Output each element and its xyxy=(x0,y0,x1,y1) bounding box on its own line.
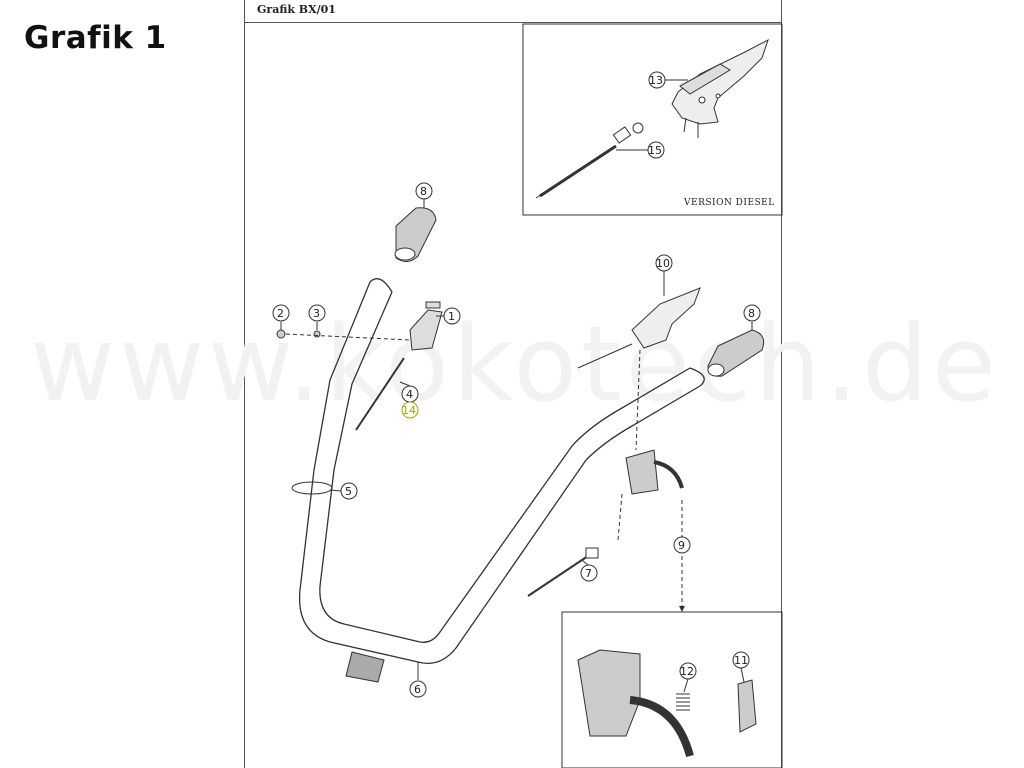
alignment-line-2 xyxy=(617,493,623,541)
svg-text:5: 5 xyxy=(345,485,352,498)
throttle-lever-diesel-drawing xyxy=(671,38,769,138)
handlebar-mount-drawing xyxy=(345,651,385,683)
svg-text:10: 10 xyxy=(656,257,670,270)
svg-text:8: 8 xyxy=(748,307,755,320)
svg-text:8: 8 xyxy=(420,185,427,198)
callout-3: 3 xyxy=(308,304,326,330)
svg-text:7: 7 xyxy=(585,567,592,580)
callout-6: 6 xyxy=(409,662,427,698)
svg-text:3: 3 xyxy=(313,307,320,320)
handlebar-frame-drawing xyxy=(298,278,705,665)
callout-7: 7 xyxy=(580,559,598,582)
svg-text:4: 4 xyxy=(406,388,413,401)
callout-1: 1 xyxy=(436,307,461,325)
callout-13: 13 xyxy=(648,71,688,89)
inset-box-diesel xyxy=(522,23,783,216)
svg-text:1: 1 xyxy=(448,310,455,323)
brake-cable-drawing xyxy=(527,555,589,597)
diagram-header: Grafik BX/01 xyxy=(245,0,781,23)
callout-9: 9 xyxy=(673,536,691,554)
nut-drawing xyxy=(313,330,321,338)
callout-5: 5 xyxy=(329,482,358,500)
callout-2: 2 xyxy=(272,304,290,330)
cable-drawing xyxy=(355,357,405,431)
lever-assembly-drawing xyxy=(577,287,701,369)
callout-14: 14 xyxy=(401,401,419,419)
callout-10: 10 xyxy=(655,254,673,296)
diagram-header-label: Grafik BX/01 xyxy=(257,3,336,16)
page-title: Grafik 1 xyxy=(24,20,167,56)
watermark-text: www.kokotech.de xyxy=(30,303,1000,425)
svg-text:6: 6 xyxy=(414,683,421,696)
grip-right-drawing xyxy=(707,329,765,377)
svg-text:11: 11 xyxy=(734,654,748,667)
cable-end-drawing xyxy=(585,547,599,559)
parts-diagram-frame: Grafik BX/01 xyxy=(244,0,782,768)
alignment-line xyxy=(635,349,641,451)
spring-drawing xyxy=(676,693,690,711)
inset-box-brake-lever xyxy=(561,611,783,768)
lever-cap-drawing xyxy=(737,679,757,733)
svg-text:9: 9 xyxy=(678,539,685,552)
screw-drawing xyxy=(276,329,286,339)
detail-arrowhead xyxy=(679,606,685,612)
callout-8-left: 8 xyxy=(415,182,433,208)
callout-12: 12 xyxy=(679,662,697,693)
callout-4: 4 xyxy=(399,381,419,403)
callout-15: 15 xyxy=(616,141,665,159)
svg-text:2: 2 xyxy=(277,307,284,320)
inset-diesel-label: VERSION DIESEL xyxy=(683,198,775,208)
svg-text:13: 13 xyxy=(649,74,663,87)
svg-text:12: 12 xyxy=(680,665,694,678)
callout-11: 11 xyxy=(732,651,750,683)
callout-8-right: 8 xyxy=(743,304,761,330)
svg-text:14: 14 xyxy=(402,404,416,417)
brake-lever-mount-drawing xyxy=(625,449,684,495)
brake-lever-housing-drawing xyxy=(577,649,694,758)
grip-left-drawing xyxy=(394,207,437,262)
cable-clamp-drawing xyxy=(291,481,333,495)
throttle-cable-diesel-drawing xyxy=(535,122,644,199)
throttle-lever-drawing xyxy=(409,301,443,351)
callouts: 1 2 3 4 14 5 6 7 8 8 9 10 11 12 13 15 xyxy=(272,71,761,698)
svg-text:15: 15 xyxy=(648,144,662,157)
